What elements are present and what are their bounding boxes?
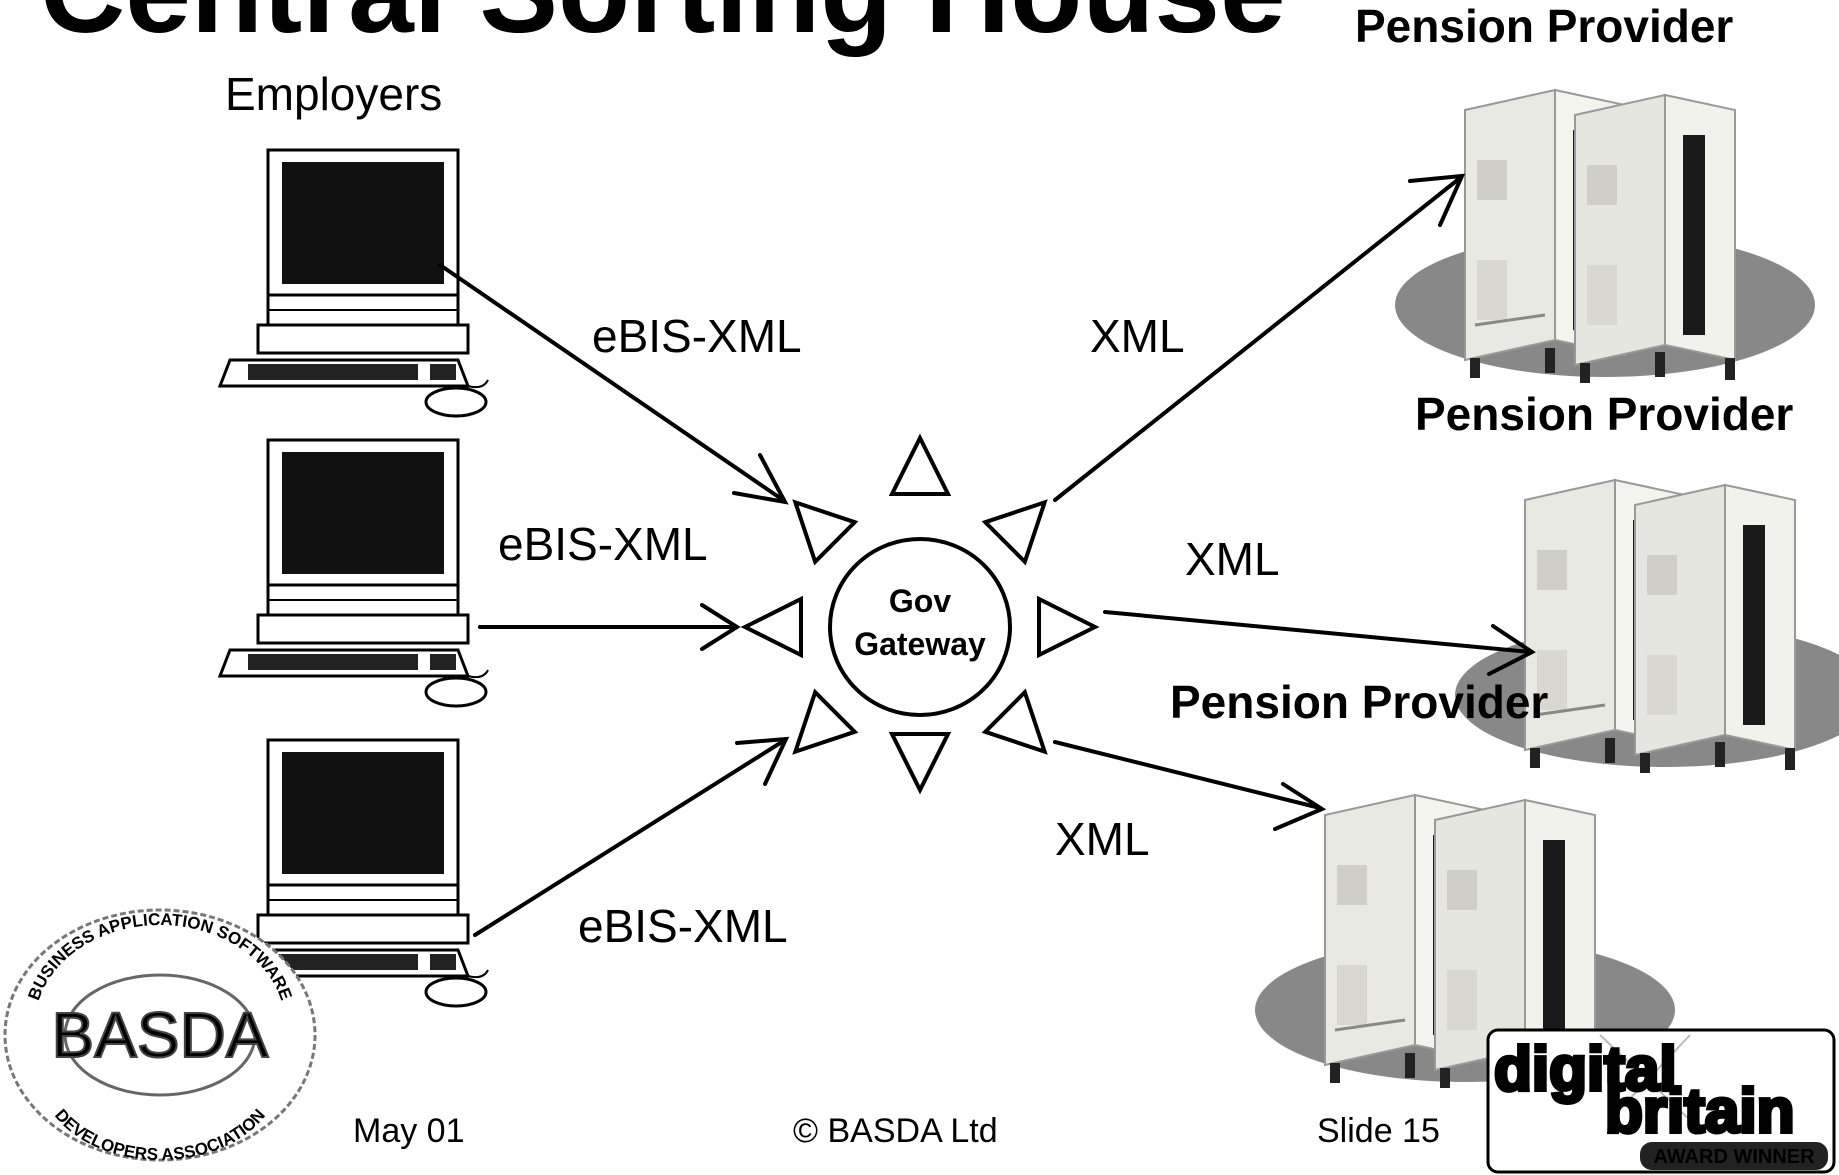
provider-label-3: Pension Provider: [1170, 676, 1548, 728]
provider-link-label-2: XML: [1185, 533, 1280, 585]
provider-arrows: [1053, 173, 1536, 831]
basda-seal-logo: BASDA BUSINESS APPLICATION SOFTWARE DEVE…: [3, 908, 317, 1164]
provider-arrow-1: [1053, 176, 1462, 502]
employer-arrow-3-head: [735, 736, 790, 786]
gov-gateway-hub: [828, 537, 1012, 717]
hub-label-line2: Gateway: [854, 626, 986, 662]
footer-copyright: © BASDA Ltd: [793, 1112, 998, 1150]
employer-computer-2-icon: [218, 438, 490, 708]
basda-seal-text: BASDA: [52, 999, 269, 1071]
pension-provider-server-1-icon: [1393, 88, 1817, 385]
provider-label-1: Pension Provider: [1355, 0, 1733, 52]
hub-label-line1: Gov: [889, 583, 951, 619]
provider-arrow-2-head: [1487, 624, 1536, 676]
award-badge: AWARD WINNER: [1653, 1146, 1815, 1168]
employer-arrow-1: [438, 263, 785, 502]
employer-link-label-1: eBIS-XML: [592, 310, 802, 362]
footer-date: May 01: [353, 1112, 465, 1150]
provider-arrow-3-head: [1273, 782, 1327, 831]
provider-link-label-1: XML: [1090, 310, 1185, 362]
employer-link-label-3: eBIS-XML: [578, 900, 788, 952]
award-line1: digital: [1494, 1035, 1677, 1104]
provider-arrow-1-head: [1408, 173, 1466, 227]
digital-britain-award-logo: digital britain AWARD WINNER: [1486, 1028, 1836, 1174]
provider-label-2: Pension Provider: [1415, 388, 1793, 440]
footer-slide-number: Slide 15: [1317, 1112, 1440, 1150]
pension-provider-server-2-icon: [1453, 478, 1839, 775]
employer-computer-1-icon: [218, 148, 490, 418]
employers-label: Employers: [225, 68, 442, 120]
provider-arrow-3: [1053, 740, 1322, 810]
employer-arrow-1-head: [732, 453, 789, 505]
award-line2: britain: [1605, 1077, 1794, 1146]
employer-arrow-2-head: [700, 603, 741, 651]
employer-arrow-3: [473, 738, 787, 937]
employer-link-label-2: eBIS-XML: [498, 518, 708, 570]
slide-title: Central Sorting House: [40, 0, 1286, 58]
provider-link-label-3: XML: [1055, 813, 1150, 865]
employer-arrows: [438, 263, 790, 937]
provider-arrow-2: [1103, 610, 1532, 654]
